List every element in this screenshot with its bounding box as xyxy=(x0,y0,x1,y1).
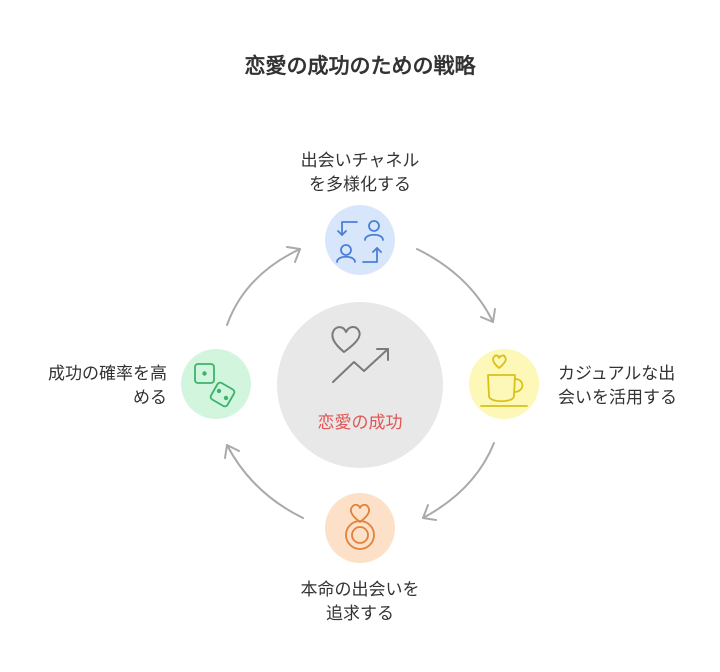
node-circle-left xyxy=(181,349,251,419)
arrow-right-to-bottom-head xyxy=(422,504,437,521)
coffee-cup-heart-icon xyxy=(480,354,528,407)
arrow-bottom-to-left-head xyxy=(224,444,240,459)
arrow-left-to-top xyxy=(226,248,301,326)
center-label: 恋愛の成功 xyxy=(317,413,403,433)
arrow-top-to-right xyxy=(416,248,494,323)
node-label-left: 成功の確率を高 める xyxy=(48,364,167,408)
diagram-title: 恋愛の成功のための戦略 xyxy=(244,54,476,78)
node-label-bottom: 本命の出会いを 追求する xyxy=(300,580,420,624)
node-label-right: カジュアルな出 会いを活用する xyxy=(558,364,677,408)
ring-heart-icon xyxy=(345,503,375,550)
dice-icon xyxy=(194,363,236,408)
arrow-right-to-bottom xyxy=(422,442,495,519)
swap-users-icon xyxy=(336,220,384,263)
node-label-top: 出会いチャネル を多様化する xyxy=(300,151,420,195)
node-circle-right xyxy=(469,349,539,419)
arrow-left-to-top-head xyxy=(286,246,301,263)
arrow-top-to-right-head xyxy=(480,308,496,323)
node-circle-top xyxy=(325,205,395,275)
arrow-bottom-to-left xyxy=(226,444,304,519)
heart-trend-icon xyxy=(331,326,389,383)
node-circle-bottom xyxy=(325,493,395,563)
center-circle xyxy=(277,302,443,468)
